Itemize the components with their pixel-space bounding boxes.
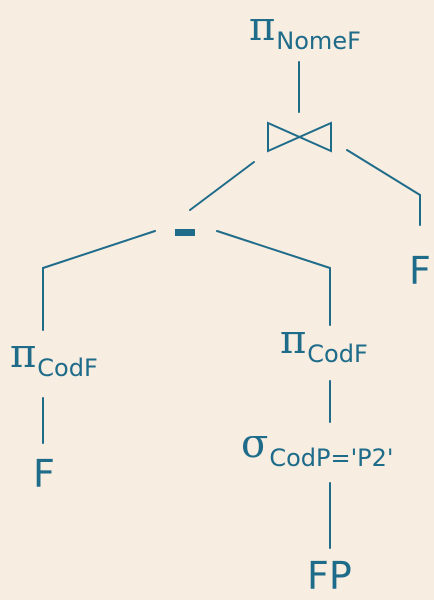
relation-f-left: F	[33, 452, 55, 496]
projection-operator: π	[10, 331, 37, 377]
edge-join-to-difference	[189, 161, 255, 211]
selection-condition: CodP='P2'	[269, 444, 394, 472]
root-projection-node: πNomeF	[249, 4, 361, 53]
projection-operator: π	[249, 4, 276, 50]
relation-f-right: F	[409, 249, 431, 293]
projection-operator: π	[280, 317, 307, 363]
projection-attribute: CodF	[37, 354, 98, 382]
edge-difference-to-left-projection	[42, 230, 156, 269]
minus-icon	[175, 229, 195, 236]
right-projection-node: πCodF	[280, 317, 368, 366]
edge-difference-to-right-projection	[216, 230, 331, 269]
edge-join-to-relation-f	[346, 149, 421, 196]
selection-node: σCodP='P2'	[241, 421, 394, 470]
left-projection-node: πCodF	[10, 331, 98, 380]
projection-attribute: NomeF	[276, 27, 361, 55]
projection-attribute: CodF	[307, 340, 368, 368]
bowtie-join-icon	[267, 121, 332, 153]
selection-operator: σ	[241, 421, 269, 467]
relation-fp: FP	[307, 554, 352, 598]
